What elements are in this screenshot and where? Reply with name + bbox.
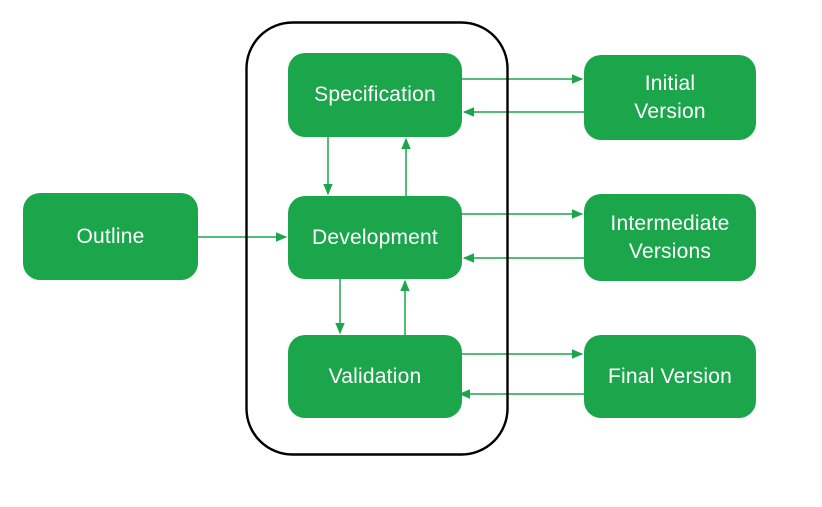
node-final-version: Final Version: [584, 335, 756, 418]
node-outline: Outline: [23, 193, 198, 280]
node-specification: Specification: [288, 53, 462, 137]
process-group-outline: [245, 21, 509, 456]
node-intermediate-versions: Intermediate Versions: [584, 194, 756, 281]
node-initial-version: Initial Version: [584, 55, 756, 140]
node-validation: Validation: [288, 335, 462, 418]
node-development: Development: [288, 196, 462, 279]
